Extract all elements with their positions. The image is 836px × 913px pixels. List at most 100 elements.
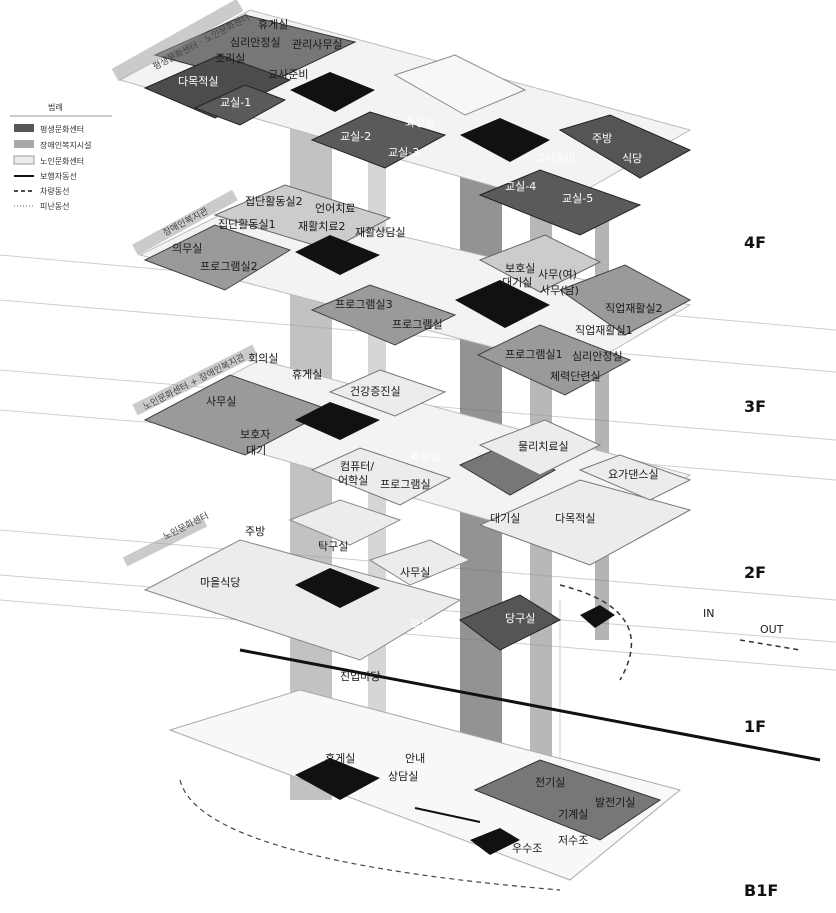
room-3f-3: 집단활동실1 <box>218 217 276 231</box>
room-3f-18: 체력단련실 <box>550 370 601 383</box>
f3-core-right <box>455 280 550 328</box>
f2-yoga-block <box>578 454 692 501</box>
room-2f-5: 보호자 <box>240 428 270 441</box>
legend-item-0: 평생문화센터 <box>40 124 84 134</box>
room-3f-8: 보호실 <box>505 262 535 275</box>
room-3f-4: 재활치료2 <box>298 219 345 233</box>
legend-item-2: 노인문화센터 <box>40 156 84 166</box>
f4-wc-block <box>393 54 527 116</box>
room-3f-15: 직업재활실1 <box>575 323 633 337</box>
floor-1: 노인문화센터 주방 탁구실 마을식당 사무실 화장실 당구실 진입마당 IN O… <box>122 499 821 762</box>
room-4f-6: 교사준비 <box>268 68 308 81</box>
room-2f-2: 휴게실 <box>292 368 322 381</box>
legend-item-5: 피난동선 <box>40 202 69 211</box>
room-3f-14: 직업재활실2 <box>605 301 663 315</box>
room-1f-6: 당구실 <box>505 612 535 625</box>
f3-office-block <box>478 234 602 293</box>
floor-2: 노인문화센터 + 장애인복지관 회의실 휴게실 사무실 건강증진실 보호자 대기… <box>132 344 692 566</box>
legend-swatch-2 <box>13 155 35 165</box>
f4-multi-block <box>143 54 292 119</box>
room-b1-4: 전기실 <box>535 776 565 789</box>
room-4f-3: 관리사무실 <box>292 38 343 51</box>
room-2f-7: 화장실 <box>410 450 440 463</box>
floor-b1-slab <box>168 689 682 881</box>
room-4f-9: 교실-3 <box>388 146 419 159</box>
f3-program1-block <box>476 324 632 396</box>
floor-tag-b1f: B1F <box>744 881 778 900</box>
legend-item-1: 장애인복지시설 <box>40 140 92 150</box>
room-2f-3: 사무실 <box>206 395 236 408</box>
room-b1-1: 휴게실 <box>325 752 355 765</box>
legend-swatch-0 <box>14 124 34 132</box>
f1-office-block <box>368 539 472 586</box>
room-1f-3: 마을식당 <box>200 576 240 589</box>
room-3f-12: 프로그램실3 <box>335 298 393 311</box>
floor-3: 장애인복지관 집단활동실2 언어치료 집단활동실1 재활치료2 재활상담실 의무… <box>132 184 692 396</box>
floor-tags: 4F 3F 2F 1F B1F <box>744 233 778 900</box>
f1-dining-block <box>143 539 462 661</box>
room-2f-6: 대기 <box>246 444 266 457</box>
vehicle-path-out <box>739 639 801 651</box>
f4-dining-block <box>558 114 692 179</box>
room-3f-5: 재활상담실 <box>355 225 406 239</box>
room-3f-7: 프로그램실2 <box>200 260 258 273</box>
f3-group-block <box>213 184 392 251</box>
room-4f-10: 화장실 <box>405 116 435 129</box>
room-4f-12: 주방 <box>592 132 612 145</box>
room-2f-13: 대기실 <box>490 512 520 525</box>
floor-3-slab <box>138 199 692 371</box>
room-1f-5: 화장실 <box>410 618 440 631</box>
f4-class2-block <box>310 111 447 169</box>
room-b1-2: 안내 <box>405 752 425 765</box>
room-2f-12: 요가댄스실 <box>608 468 659 481</box>
shaft-far-right <box>595 200 609 640</box>
room-2f-11: 프로그램실 <box>380 478 431 491</box>
floor-tag-1f: 1F <box>744 717 766 736</box>
f1-banner-bar <box>122 517 208 567</box>
room-2f-14: 다목적실 <box>555 512 595 525</box>
f3-vocation-block <box>558 264 692 336</box>
room-4f-15: 교실-5 <box>562 192 593 205</box>
f1-table-tennis-block <box>288 499 402 546</box>
room-4f-11: 교사준비 <box>535 152 575 165</box>
f2-physio-block <box>478 419 602 476</box>
f3-banner-bar <box>132 189 238 256</box>
vehicle-path-in <box>559 584 633 681</box>
legend-item-3: 보행자동선 <box>40 171 77 181</box>
room-2f-4: 건강증진실 <box>350 385 401 398</box>
b1-pedestrian-path <box>414 807 481 823</box>
legend-item-4: 차량동선 <box>40 186 69 196</box>
room-b1-8: 저수조 <box>558 834 588 847</box>
room-4f-5: 다목적실 <box>178 75 218 88</box>
room-4f-14: 교실-4 <box>505 180 536 193</box>
room-1f-1: 주방 <box>245 525 265 538</box>
f4-class45-block <box>478 169 642 236</box>
legend-title: 범례 <box>48 102 63 112</box>
room-3f-9: 대기실 <box>502 276 532 289</box>
f3-program2-block <box>143 224 292 291</box>
room-b1-7: 우수조 <box>512 842 542 855</box>
floor-tag-3f: 3F <box>744 397 766 416</box>
room-3f-2: 언어치료 <box>315 202 355 215</box>
b1-vehicle-path <box>179 779 561 891</box>
room-4f-7: 교실-1 <box>220 96 251 109</box>
room-3f-16: 프로그램실1 <box>505 348 563 361</box>
room-3f-1: 집단활동실2 <box>245 194 303 208</box>
room-4f-2: 심리안정실 <box>230 36 281 49</box>
car-in-label: IN <box>703 607 714 620</box>
room-2f-9: 컴퓨터/ <box>340 460 374 473</box>
room-3f-6: 의무실 <box>172 242 202 255</box>
floor-4: 평생문화센터 · 노인문화센터 휴게실 심리안정실 관리사무실 조리실 다목적실… <box>111 0 692 236</box>
f2-core-right <box>458 444 557 496</box>
room-4f-4: 조리실 <box>215 52 245 65</box>
f2-health-block <box>328 369 447 417</box>
car-out-label: OUT <box>760 623 784 636</box>
f2-core-left <box>295 402 380 440</box>
room-1f-4: 사무실 <box>400 566 430 579</box>
room-2f-10: 어학실 <box>338 474 368 487</box>
room-b1-6: 발전기실 <box>595 796 635 809</box>
pedestrian-path <box>239 648 821 762</box>
f2-multi-block <box>478 479 692 566</box>
f1-core-right <box>580 605 615 628</box>
